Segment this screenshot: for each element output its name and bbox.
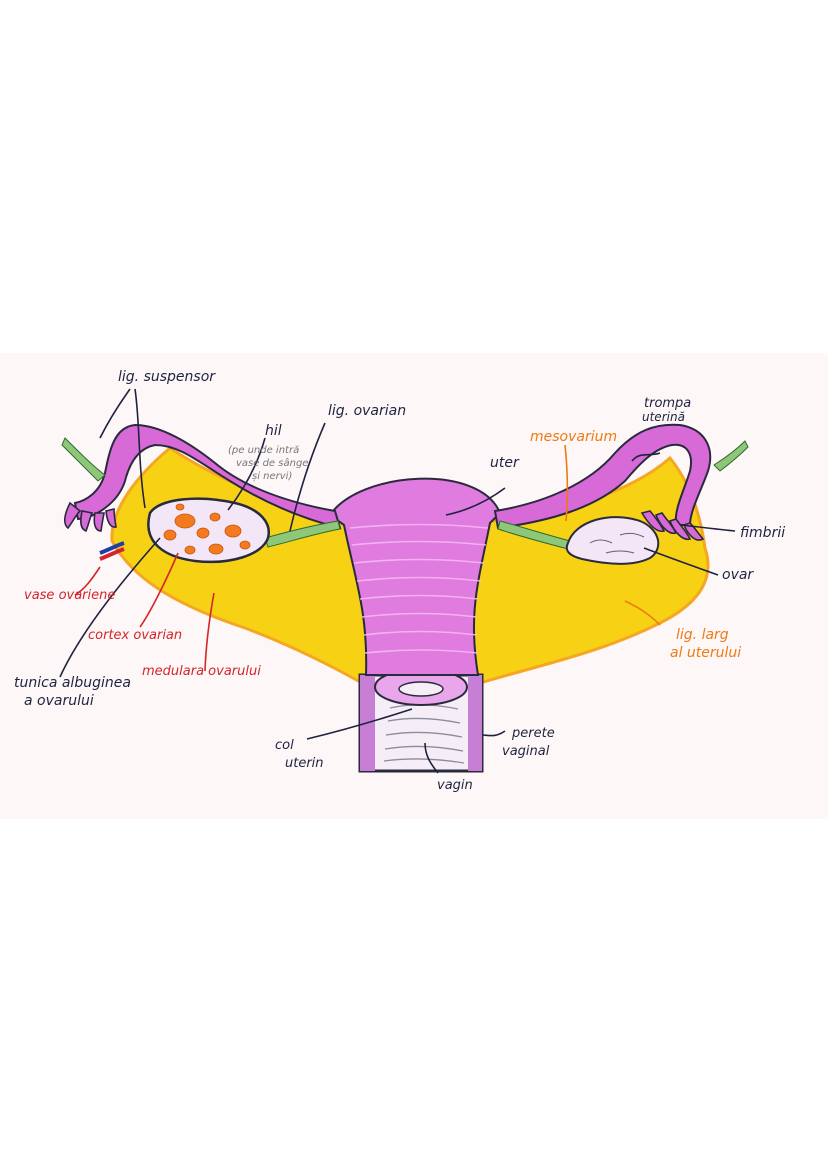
label-vase-ovariene: vase ovariene — [24, 588, 115, 603]
right-fimbriae — [640, 510, 705, 541]
vaginal-rugae — [383, 704, 465, 764]
label-hil-note-3: și nervi) — [252, 471, 292, 482]
label-medulara: medulara ovarului — [142, 664, 261, 679]
label-uter: uter — [490, 455, 520, 471]
left-suspensory-ligament — [61, 437, 106, 482]
ovarian-follicles — [163, 503, 251, 555]
label-ovar: ovar — [722, 567, 754, 583]
label-trompa-2: uterină — [642, 410, 685, 424]
label-lig-larg-2: al uterului — [670, 645, 741, 661]
left-fimbriae — [63, 501, 117, 533]
label-vagin: vagin — [437, 778, 473, 793]
label-col-2: uterin — [285, 756, 324, 771]
right-ovary-folds — [589, 532, 645, 554]
label-perete-1: perete — [511, 726, 555, 741]
label-mesovarium: mesovarium — [530, 429, 617, 445]
female-reproductive-anatomy-diagram: lig. suspensor lig. ovarian hil (pe unde… — [14, 369, 785, 793]
diagram-sheet: lig. suspensor lig. ovarian hil (pe unde… — [0, 353, 828, 819]
right-suspensory-ligament — [713, 440, 749, 472]
pointer-arrows-colored — [74, 444, 661, 672]
label-hil-note-2: vase de sânge — [236, 457, 308, 469]
left-ovary — [147, 497, 270, 564]
ovarian-vessels — [99, 541, 125, 561]
label-tunica-1: tunica albuginea — [14, 675, 131, 691]
left-ovarian-ligament — [264, 520, 341, 548]
label-col-1: col — [275, 738, 294, 753]
label-cortex-ovarian: cortex ovarian — [88, 628, 182, 643]
pointer-arrows — [59, 388, 736, 774]
label-lig-ovarian: lig. ovarian — [328, 403, 406, 419]
label-fimbrii: fimbrii — [740, 525, 785, 541]
label-tunica-2: a ovarului — [24, 693, 94, 709]
label-lig-larg-1: lig. larg — [676, 627, 729, 643]
label-lig-suspensor: lig. suspensor — [118, 369, 216, 385]
uterus-striations — [349, 523, 489, 654]
vaginal-wall-right — [468, 675, 482, 771]
label-hil-note-1: (pe unde intră — [228, 445, 299, 456]
label-trompa-1: trompa — [644, 396, 691, 411]
label-hil: hil — [265, 423, 282, 439]
external-os — [398, 681, 444, 697]
right-ovary — [565, 516, 660, 565]
label-perete-2: vaginal — [502, 744, 550, 759]
